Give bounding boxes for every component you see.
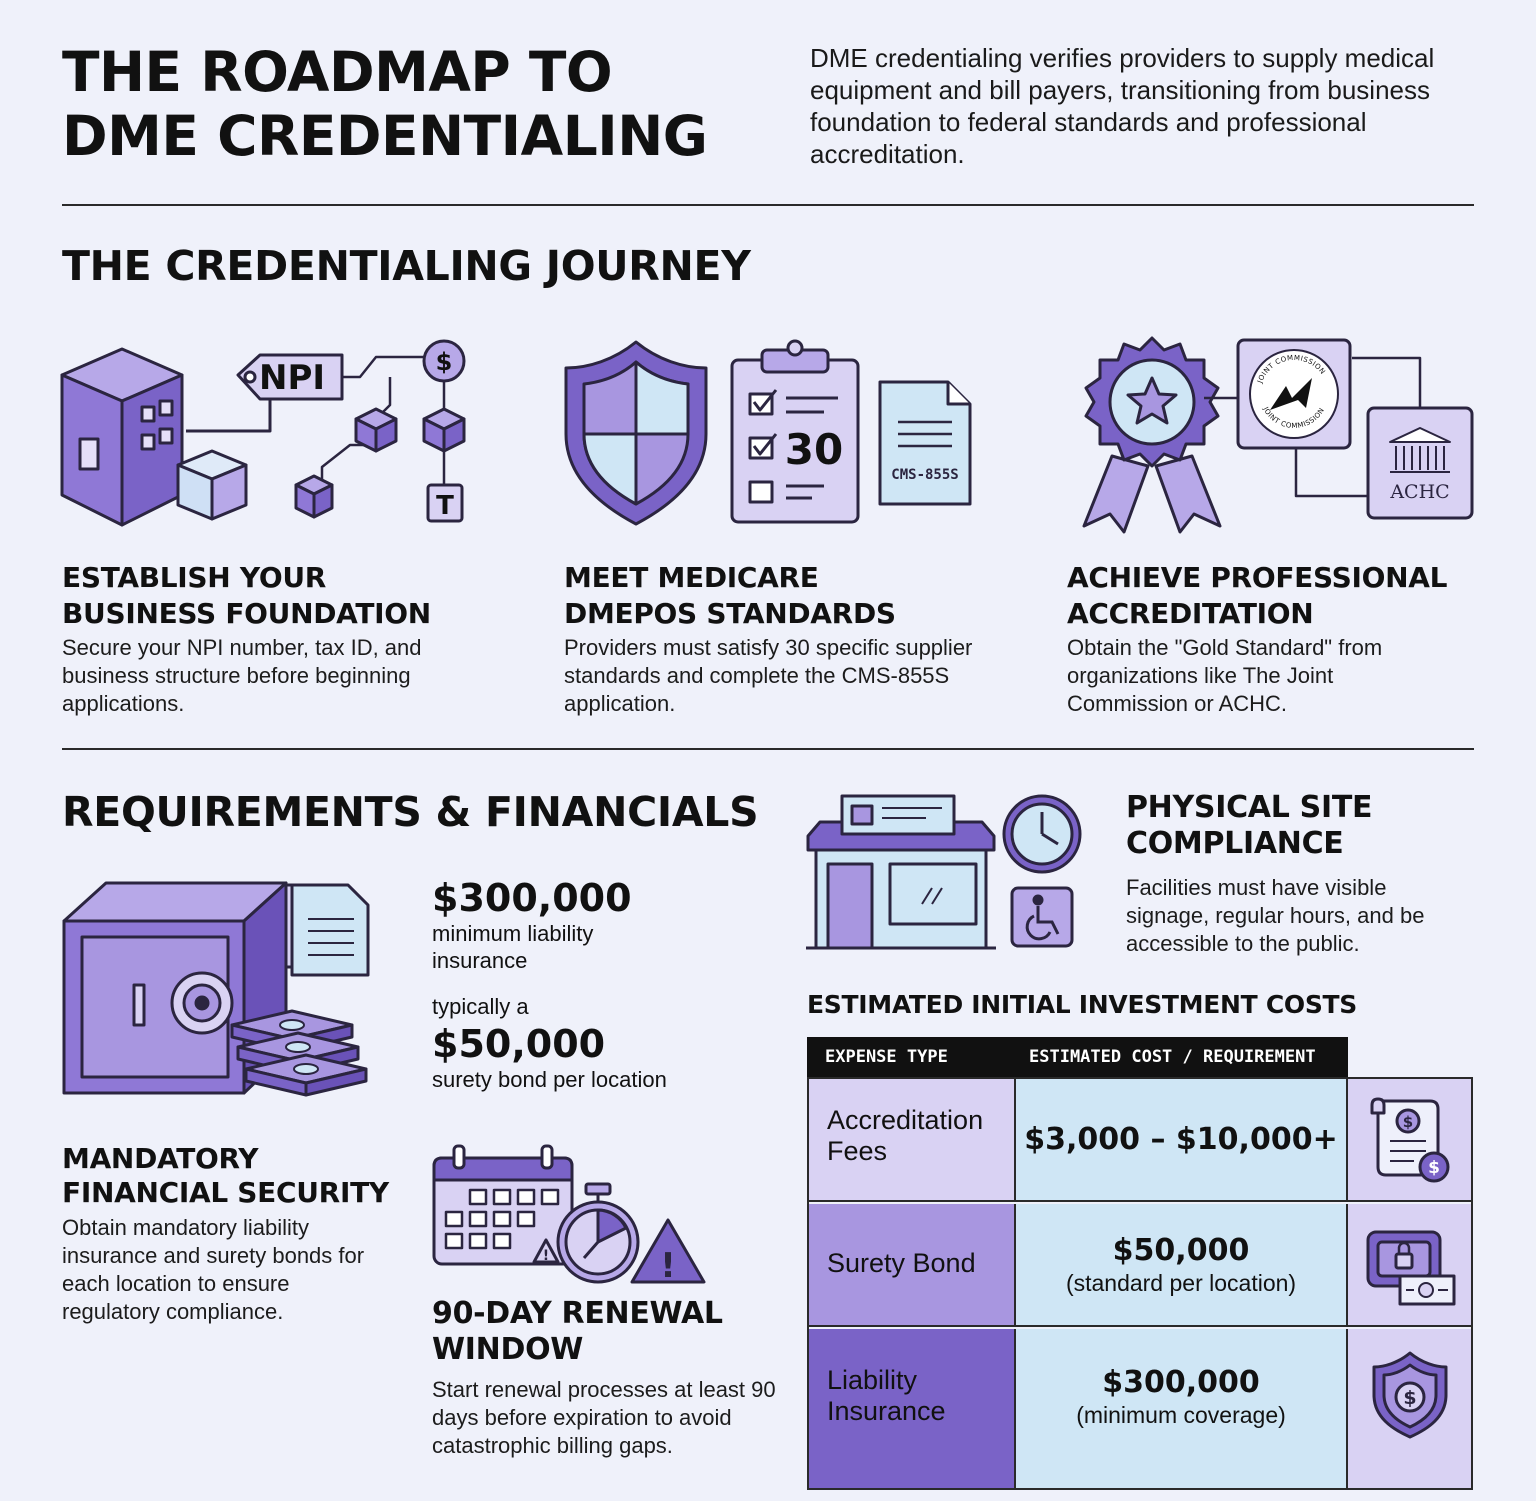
business-foundation-icon: NPI $ T: [60, 335, 480, 530]
shield-dollar-icon: $: [1348, 1329, 1471, 1488]
step-3-text: Obtain the "Gold Standard" from organiza…: [1067, 635, 1383, 716]
divider-top: [62, 204, 1474, 206]
safe-money-icon: [62, 875, 372, 1105]
step-2-title-line-2: DMEPOS STANDARDS: [564, 597, 896, 630]
row-2-type-line-1: Surety Bond: [827, 1248, 976, 1278]
col-header-type: EXPENSE TYPE: [825, 1047, 948, 1067]
requirements-heading: REQUIREMENTS & FINANCIALS: [62, 788, 759, 836]
svg-text:$: $: [1428, 1158, 1440, 1178]
title-line-2: DME CREDENTIALING: [62, 104, 708, 168]
row-1-type-line-1: Accreditation: [827, 1105, 984, 1135]
step-1-title: ESTABLISH YOUR BUSINESS FOUNDATION: [62, 560, 502, 632]
journey-heading: THE CREDENTIALING JOURNEY: [62, 242, 751, 290]
row-2-type: Surety Bond: [809, 1204, 1014, 1325]
invoice-dollar-icon: $ $: [1348, 1079, 1471, 1200]
step-accreditation: ACHIEVE PROFESSIONAL ACCREDITATION Obtai…: [1067, 560, 1487, 718]
site-text: Facilities must have visible signage, re…: [1126, 875, 1425, 956]
storefront-icon: [806, 792, 1086, 952]
site-title-line-1: PHYSICAL SITE: [1126, 790, 1373, 825]
achc-label: ACHC: [1389, 481, 1449, 503]
title-line-1: THE ROADMAP TO: [62, 40, 613, 104]
step-1-title-line-2: BUSINESS FOUNDATION: [62, 597, 431, 630]
liability-caption-2: insurance: [432, 948, 528, 973]
page-title: THE ROADMAP TO DME CREDENTIALING: [62, 40, 782, 168]
table-row: Surety Bond $50,000 (standard per locati…: [809, 1204, 1471, 1327]
svg-text:$: $: [1402, 1113, 1412, 1131]
svg-text:!: !: [543, 1248, 549, 1264]
table-row: Liability Insurance $300,000 (minimum co…: [809, 1329, 1471, 1488]
row-2-cost: $50,000 (standard per location): [1014, 1204, 1348, 1325]
npi-tag-label: NPI: [259, 358, 325, 398]
bond-amount: $50,000: [432, 1022, 606, 1066]
renewal-title: 90-DAY RENEWAL WINDOW: [432, 1296, 792, 1368]
step-3-title: ACHIEVE PROFESSIONAL ACCREDITATION: [1067, 560, 1487, 632]
renewal-title-line-2: WINDOW: [432, 1332, 584, 1367]
table-header: EXPENSE TYPE ESTIMATED COST / REQUIREMEN…: [807, 1037, 1348, 1077]
t-label: T: [436, 491, 454, 521]
row-2-cost-note: (standard per location): [1065, 1269, 1297, 1296]
liability-amount: $300,000: [432, 876, 632, 920]
renewal-text: Start renewal processes at least 90 days…: [432, 1377, 776, 1458]
site-title-line-2: COMPLIANCE: [1126, 826, 1344, 861]
financial-security-block: MANDATORY FINANCIAL SECURITY Obtain mand…: [62, 1142, 392, 1326]
row-3-type: Liability Insurance: [809, 1329, 1014, 1488]
step-3-title-line-2: ACCREDITATION: [1067, 597, 1314, 630]
bond-caption: surety bond per location: [432, 1067, 667, 1092]
row-3-type-line-1: Liability: [827, 1365, 918, 1395]
svg-text:$: $: [1403, 1387, 1416, 1409]
renewal-block: 90-DAY RENEWAL WINDOW Start renewal proc…: [432, 1296, 792, 1460]
col-header-cost: ESTIMATED COST / REQUIREMENT: [1029, 1047, 1316, 1067]
security-title-line-2: FINANCIAL SECURITY: [62, 1176, 389, 1209]
row-3-cost-note: (minimum coverage): [1076, 1402, 1286, 1428]
row-1-type-line-2: Fees: [827, 1136, 888, 1166]
physical-site-block: PHYSICAL SITE COMPLIANCE Facilities must…: [1126, 790, 1476, 958]
intro-text: DME credentialing verifies providers to …: [810, 43, 1435, 169]
table-row: Accreditation Fees $3,000 – $10,000+: [809, 1079, 1471, 1202]
renewal-title-line-1: 90-DAY RENEWAL: [432, 1296, 723, 1331]
row-3-cost-value: $300,000: [1102, 1365, 1260, 1400]
medicare-standards-icon: 30 CMS-855S: [562, 338, 982, 528]
row-3-cost: $300,000 (minimum coverage): [1014, 1329, 1348, 1488]
row-2-cost-value: $50,000: [1112, 1232, 1250, 1268]
step-business-foundation: ESTABLISH YOUR BUSINESS FOUNDATION Secur…: [62, 560, 502, 718]
step-2-text: Providers must satisfy 30 specific suppl…: [564, 635, 973, 716]
form-label: CMS-855S: [891, 467, 958, 483]
security-text: Obtain mandatory liability insurance and…: [62, 1215, 365, 1324]
svg-text:!: !: [660, 1246, 676, 1286]
step-1-title-line-1: ESTABLISH YOUR: [62, 561, 327, 594]
row-3-type-line-2: Insurance: [827, 1396, 946, 1426]
lockbox-cash-icon: [1348, 1204, 1471, 1325]
step-2-title: MEET MEDICARE DMEPOS STANDARDS: [564, 560, 1004, 632]
standards-count-label: 30: [785, 425, 843, 474]
row-1-cost-value: $3,000 – $10,000+: [1024, 1122, 1338, 1157]
dollar-label: $: [436, 348, 453, 376]
costs-heading: ESTIMATED INITIAL INVESTMENT COSTS: [807, 990, 1357, 1019]
liability-caption-1: minimum liability: [432, 921, 594, 946]
step-1-text: Secure your NPI number, tax ID, and busi…: [62, 635, 422, 716]
bond-figure: typically a $50,000 surety bond per loca…: [432, 993, 762, 1093]
divider-middle: [62, 748, 1474, 750]
renewal-calendar-icon: ! !: [432, 1144, 707, 1286]
security-title: MANDATORY FINANCIAL SECURITY: [62, 1142, 392, 1210]
accreditation-icon: JOINT COMMISSION JOINT COMMISSION ACHC: [1064, 336, 1476, 534]
step-3-title-line-1: ACHIEVE PROFESSIONAL: [1067, 561, 1448, 594]
row-1-cost: $3,000 – $10,000+: [1014, 1079, 1348, 1200]
bond-prefix: typically a: [432, 994, 529, 1019]
step-medicare-standards: MEET MEDICARE DMEPOS STANDARDS Providers…: [564, 560, 1004, 718]
step-2-title-line-1: MEET MEDICARE: [564, 561, 819, 594]
row-1-type: Accreditation Fees: [809, 1079, 1014, 1200]
security-title-line-1: MANDATORY: [62, 1142, 259, 1175]
liability-figure: $300,000 minimum liability insurance: [432, 876, 762, 974]
site-title: PHYSICAL SITE COMPLIANCE: [1126, 790, 1476, 862]
table-body: Accreditation Fees $3,000 – $10,000+: [807, 1077, 1473, 1490]
